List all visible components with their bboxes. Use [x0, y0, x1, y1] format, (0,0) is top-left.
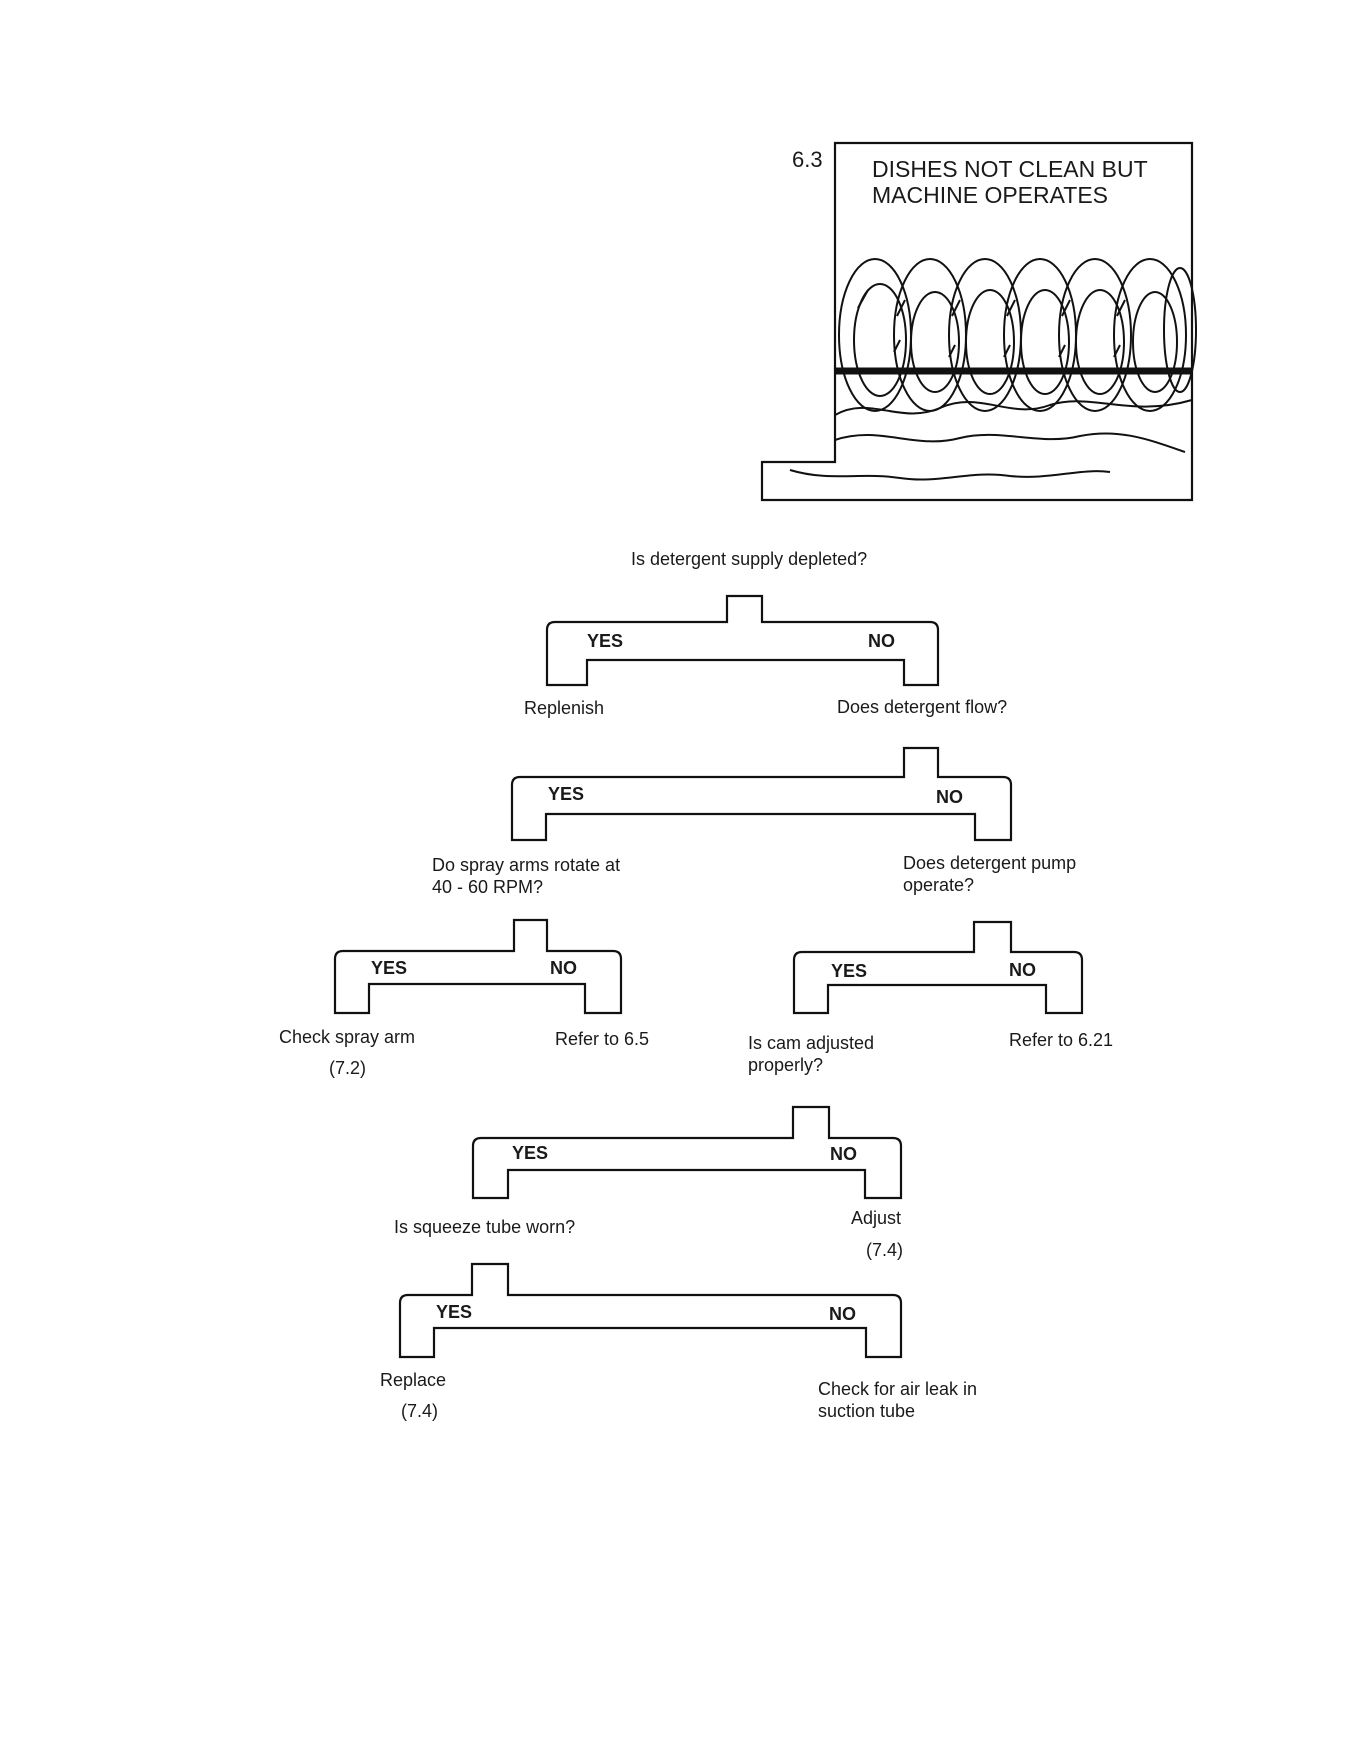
decision-bracket-6: YES NO	[398, 1262, 903, 1359]
dishes-in-dishwasher-rack-illustration	[789, 258, 1197, 481]
decision-bracket-5: YES NO	[471, 1105, 903, 1200]
action-refer-6-5: Refer to 6.5	[555, 1029, 649, 1049]
title-box-frame	[760, 141, 1194, 502]
question-squeeze-tube-worn: Is squeeze tube worn?	[394, 1217, 575, 1237]
decision-bracket-1: YES NO	[545, 594, 940, 687]
question-spray-arms-line2: 40 - 60 RPM?	[432, 877, 543, 897]
no-label: NO	[936, 787, 963, 807]
reference-7-4-adjust: (7.4)	[866, 1240, 903, 1260]
no-label: NO	[868, 631, 895, 651]
yes-label: YES	[436, 1302, 472, 1322]
title-line-2: MACHINE OPERATES	[872, 182, 1108, 208]
no-label: NO	[1009, 960, 1036, 980]
action-check-spray-arm: Check spray arm	[279, 1027, 415, 1047]
yes-label: YES	[548, 784, 584, 804]
title-line-1: DISHES NOT CLEAN BUT	[872, 156, 1148, 182]
yes-label: YES	[587, 631, 623, 651]
section-number: 6.3	[792, 147, 823, 172]
yes-label: YES	[831, 961, 867, 981]
title-box: DISHES NOT CLEAN BUT MACHINE OPERATES	[760, 141, 1194, 502]
action-replenish: Replenish	[524, 698, 604, 718]
yes-label: YES	[512, 1143, 548, 1163]
action-check-air-leak-line2: suction tube	[818, 1401, 915, 1421]
decision-bracket-2: YES NO	[510, 746, 1013, 842]
question-detergent-pump-line2: operate?	[903, 875, 974, 895]
no-label: NO	[829, 1304, 856, 1324]
question-cam-adjusted-line2: properly?	[748, 1055, 823, 1075]
action-refer-6-21: Refer to 6.21	[1009, 1030, 1113, 1050]
question-cam-adjusted-line1: Is cam adjusted	[748, 1033, 874, 1053]
yes-label: YES	[371, 958, 407, 978]
question-detergent-pump-line1: Does detergent pump	[903, 853, 1076, 873]
question-spray-arms-line1: Do spray arms rotate at	[432, 855, 620, 875]
reference-7-4-replace: (7.4)	[401, 1401, 438, 1421]
decision-bracket-4: YES NO	[792, 920, 1084, 1015]
question-detergent-depleted: Is detergent supply depleted?	[631, 549, 867, 569]
action-check-air-leak-line1: Check for air leak in	[818, 1379, 977, 1399]
decision-bracket-3: YES NO	[333, 918, 623, 1015]
action-adjust: Adjust	[851, 1208, 901, 1228]
no-label: NO	[830, 1144, 857, 1164]
question-detergent-flow: Does detergent flow?	[837, 697, 1007, 717]
reference-7-2: (7.2)	[329, 1058, 366, 1078]
no-label: NO	[550, 958, 577, 978]
action-replace: Replace	[380, 1370, 446, 1390]
